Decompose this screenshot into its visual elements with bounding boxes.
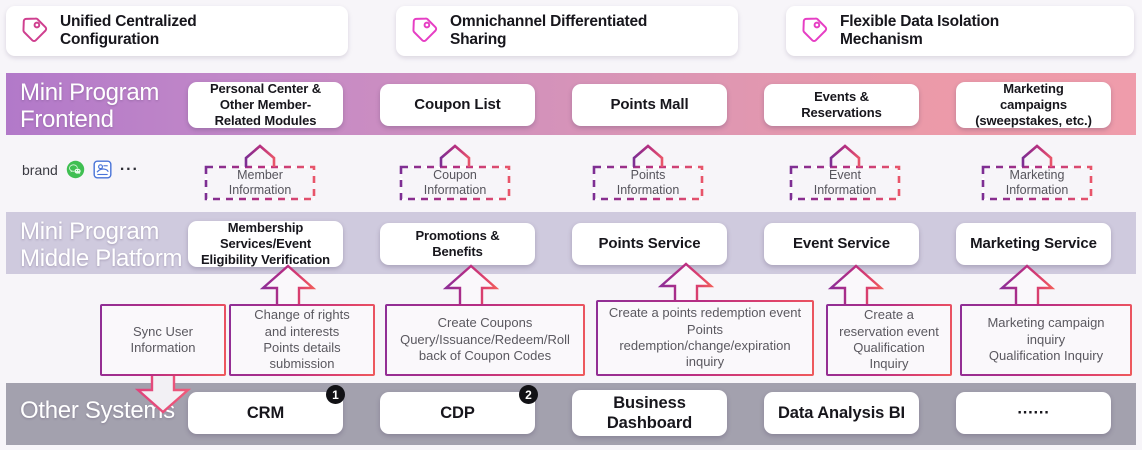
middle-card-event-service[interactable]: Event Service <box>764 223 919 265</box>
badge-1: 1 <box>326 385 345 404</box>
info-box-up-arrows <box>244 144 1053 167</box>
frontend-card-points-mall[interactable]: Points Mall <box>572 84 727 126</box>
frontend-card-personal-center[interactable]: Personal Center &Other Member-Related Mo… <box>188 81 343 128</box>
brand-more-dots[interactable]: ··· <box>119 160 139 178</box>
middle-card-marketing-service[interactable]: Marketing Service <box>956 223 1111 265</box>
other-card-ellipsis[interactable]: ······ <box>956 392 1111 434</box>
badge-2: 2 <box>519 385 538 404</box>
brand-row: brand ··· <box>22 160 139 179</box>
other-card-data-analysis-bi[interactable]: Data Analysis BI <box>764 392 919 434</box>
other-card-cdp[interactable]: CDP <box>380 392 535 434</box>
other-card-crm[interactable]: CRM <box>188 392 343 434</box>
tag-icon <box>412 17 438 42</box>
tag-icon <box>22 17 48 42</box>
tag-icon <box>802 17 828 42</box>
middle-card-promotions-benefits[interactable]: Promotions &Benefits <box>380 223 535 265</box>
alipay-icon[interactable] <box>93 160 112 179</box>
wechat-icon[interactable] <box>66 160 85 179</box>
frontend-card-coupon-list[interactable]: Coupon List <box>380 84 535 126</box>
brand-label: brand <box>22 161 58 178</box>
frontend-card-events-reservations[interactable]: Events &Reservations <box>764 84 919 126</box>
middle-card-points-service[interactable]: Points Service <box>572 223 727 265</box>
